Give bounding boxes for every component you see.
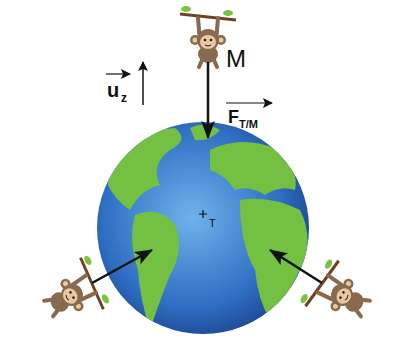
mass-label: M (226, 47, 246, 71)
vector-symbol: u (107, 80, 119, 100)
centre-label: T (209, 218, 216, 229)
vector-symbol: F (228, 108, 239, 126)
vector-subscript: z (121, 92, 127, 104)
vector-subscript: T/M (239, 119, 258, 130)
